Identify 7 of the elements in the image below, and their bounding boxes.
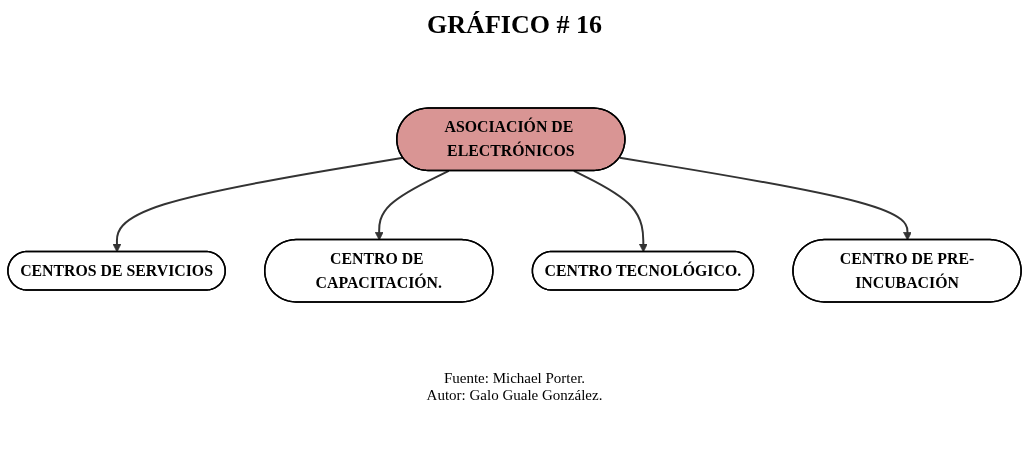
arrow [572, 169, 648, 253]
source-note: Fuente: Michael Porter. [442, 370, 587, 387]
diagram-title: GRÁFICO # 16 [426, 10, 603, 40]
arrow [112, 156, 405, 253]
source-note: Autor: Galo Guale González. [425, 387, 604, 404]
arrow [618, 156, 912, 241]
arrow [374, 169, 450, 241]
